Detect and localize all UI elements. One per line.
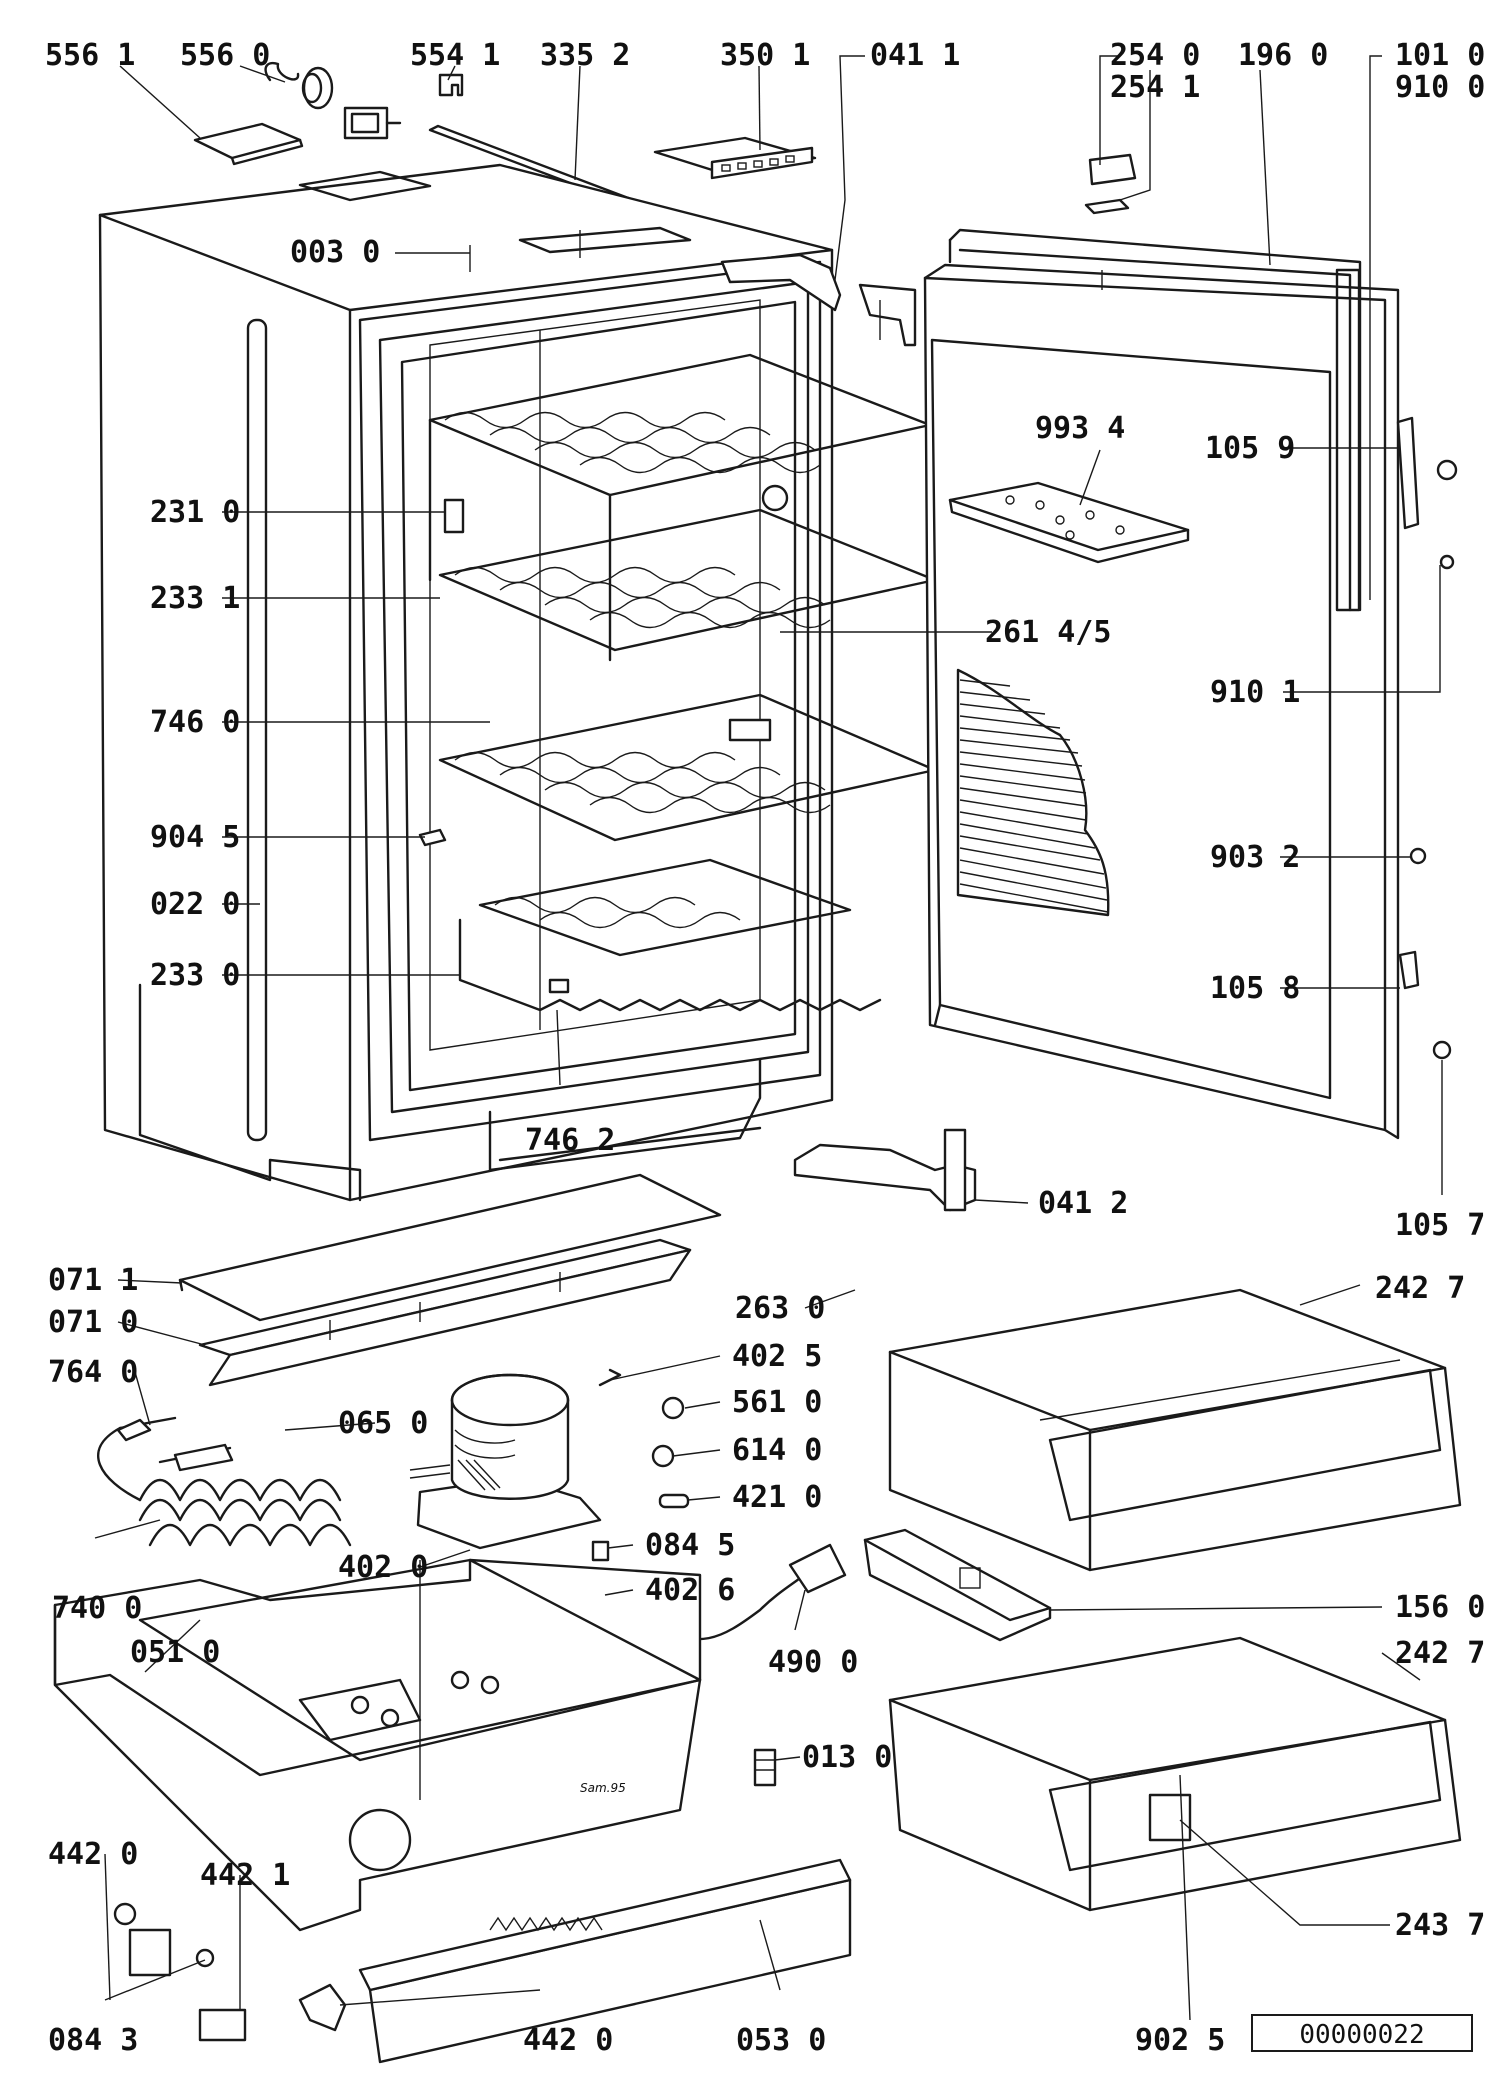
label-156-0: 156 0 [1395, 1590, 1485, 1625]
label-101-0: 101 0 [1395, 38, 1485, 73]
label-740-0: 740 0 [52, 1591, 142, 1626]
ice-tray-part [863, 1528, 1052, 1642]
fan-motor-part [113, 1902, 347, 2042]
front-cover-053 [358, 1858, 852, 2064]
control-panel-part [653, 136, 817, 180]
label-041-2: 041 2 [1038, 1186, 1128, 1221]
label-242-7-top: 242 7 [1375, 1271, 1465, 1306]
label-261-45: 261 4/5 [985, 615, 1111, 650]
label-442-1: 442 1 [200, 1858, 290, 1893]
label-196-0: 196 0 [1238, 38, 1328, 73]
label-263-0: 263 0 [735, 1291, 825, 1326]
label-746-0: 746 0 [150, 705, 240, 740]
strip-071-0 [198, 1238, 692, 1387]
strip-071-1 [178, 1173, 722, 1322]
engraving-text: Sam.95 [580, 1781, 626, 1795]
label-254-0: 254 0 [1110, 38, 1200, 73]
drawer-top-part [888, 1288, 1462, 1572]
cabinet-body [98, 163, 834, 1202]
label-053-0: 053 0 [736, 2023, 826, 2058]
label-105-7: 105 7 [1395, 1208, 1485, 1243]
label-764-0: 764 0 [48, 1355, 138, 1390]
label-022-0: 022 0 [150, 887, 240, 922]
label-243-7: 243 7 [1395, 1908, 1485, 1943]
thermostat-part [264, 61, 402, 140]
door-hatched-area [956, 668, 1110, 917]
top-hinge-part [720, 253, 917, 347]
label-993-4: 993 4 [1035, 411, 1125, 446]
evaporator-shelf-4 [458, 858, 882, 1012]
label-903-2: 903 2 [1210, 840, 1300, 875]
drawer-bottom-part [888, 1636, 1462, 2021]
label-402-6: 402 6 [645, 1573, 735, 1608]
label-561-0: 561 0 [732, 1385, 822, 1420]
label-910-0: 910 0 [1395, 70, 1485, 105]
label-231-0: 231 0 [150, 495, 240, 530]
label-105-8: 105 8 [1210, 971, 1300, 1006]
hinge-pin-parts [1396, 416, 1458, 1060]
leader-lines [94, 55, 1443, 2010]
label-402-0: 402 0 [338, 1550, 428, 1585]
label-003-0: 003 0 [290, 235, 380, 270]
label-746-2: 746 2 [525, 1123, 615, 1158]
reference-number-box: 00000022 [1251, 2014, 1473, 2052]
label-350-1: 350 1 [720, 38, 810, 73]
label-902-5: 902 5 [1135, 2023, 1225, 2058]
label-242-7-bottom: 242 7 [1395, 1636, 1485, 1671]
door-shelf-part [948, 481, 1190, 564]
label-442-0-left: 442 0 [48, 1837, 138, 1872]
compressor-part [409, 1373, 602, 1550]
reference-number: 00000022 [1299, 2020, 1424, 2050]
label-490-0: 490 0 [768, 1645, 858, 1680]
label-105-9: 105 9 [1205, 431, 1295, 466]
label-233-1: 233 1 [150, 581, 240, 616]
drain-tube-part [116, 1418, 234, 1472]
label-065-0: 065 0 [338, 1406, 428, 1441]
label-254-1: 254 1 [1110, 70, 1200, 105]
label-421-0: 421 0 [732, 1480, 822, 1515]
label-084-3: 084 3 [48, 2023, 138, 2058]
base-tray-part [53, 1558, 702, 1932]
label-910-1: 910 1 [1210, 675, 1300, 710]
label-013-0: 013 0 [802, 1740, 892, 1775]
thermostat-cover-part [193, 122, 304, 166]
foot-screw-part [753, 1748, 777, 1787]
bottom-hinge-part [793, 1128, 977, 1212]
label-071-0: 071 0 [48, 1305, 138, 1340]
label-556-0: 556 0 [180, 38, 270, 73]
part-labels: 556 1 556 0 554 1 335 2 350 1 041 1 254 … [45, 38, 1485, 2058]
label-335-2: 335 2 [540, 38, 630, 73]
label-904-5: 904 5 [150, 820, 240, 855]
label-084-5: 084 5 [645, 1528, 735, 1563]
label-041-1: 041 1 [870, 38, 960, 73]
label-233-0: 233 0 [150, 958, 240, 993]
label-051-0: 051 0 [130, 1635, 220, 1670]
label-556-1: 556 1 [45, 38, 135, 73]
small-hooks [418, 484, 789, 994]
label-554-1: 554 1 [410, 38, 500, 73]
door-strip-101 [1335, 268, 1361, 612]
label-402-5: 402 5 [732, 1339, 822, 1374]
condenser-coil-part [97, 1416, 352, 1547]
label-071-1: 071 1 [48, 1263, 138, 1298]
lamp-holder-part [438, 73, 464, 97]
label-614-0: 614 0 [732, 1433, 822, 1468]
handle-part [1084, 153, 1137, 290]
label-442-0-bottom: 442 0 [523, 2023, 613, 2058]
